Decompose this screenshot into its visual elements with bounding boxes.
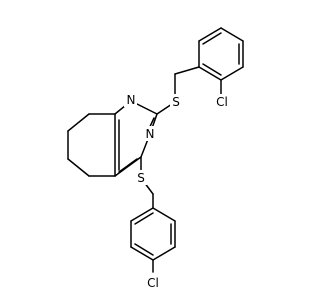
atom-labels: N N S S Cl Cl [127, 93, 228, 290]
sulfur-atom-label: S [172, 95, 180, 109]
atom-label-backgrounds [124, 92, 232, 290]
bond-lines [67, 27, 244, 273]
chlorine-atom-label: Cl [147, 276, 159, 290]
nitrogen-atom-label: N [146, 127, 155, 141]
sulfur-atom-label: S [137, 171, 145, 185]
chlorine-atom-label: Cl [216, 95, 228, 109]
molecule-structure-diagram: N N S S Cl Cl [67, 27, 244, 290]
nitrogen-atom-label: N [127, 93, 136, 107]
